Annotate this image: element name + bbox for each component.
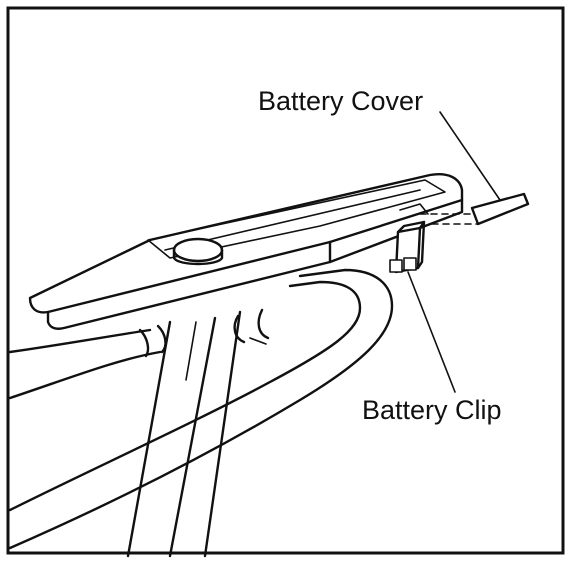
- handlebar-left: [8, 324, 167, 400]
- battery-cover-label: Battery Cover: [258, 86, 423, 116]
- battery-cover-leader: [439, 111, 501, 201]
- battery-clip: [389, 220, 426, 274]
- battery-clip-label: Battery Clip: [362, 395, 502, 425]
- battery-clip-leader: [407, 271, 456, 393]
- console-body: [28, 173, 464, 330]
- console-uprights: [126, 310, 242, 558]
- handlebar-right: [8, 268, 394, 550]
- battery-cover: [419, 192, 530, 226]
